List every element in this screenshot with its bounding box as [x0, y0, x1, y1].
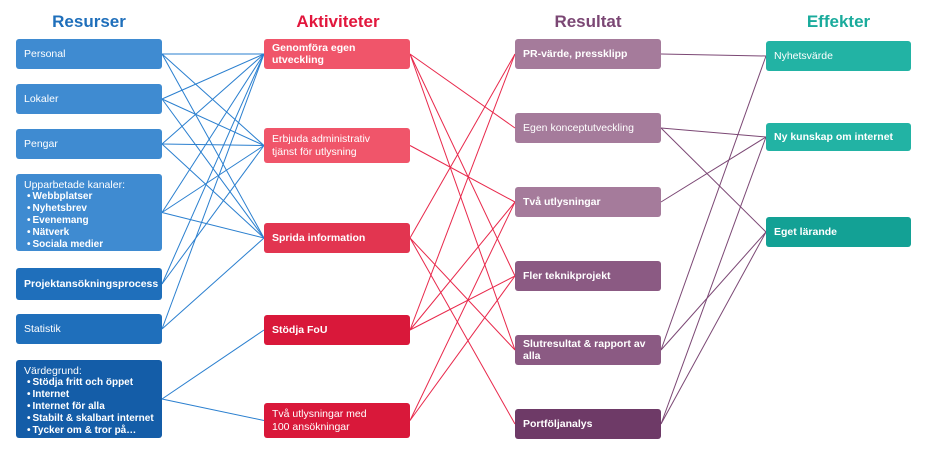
edge-a5-o4 — [409, 275, 516, 421]
node-label: Projektansökningsprocess — [24, 277, 159, 290]
edge-a1-o5 — [409, 53, 516, 351]
list-item: Sociala medier — [27, 239, 162, 251]
column-title-activities: Aktiviteter — [296, 12, 380, 31]
node-label: Egen konceptutveckling — [523, 121, 634, 134]
edge-a2-o3 — [409, 145, 516, 203]
effect-ny-kunskap-om-internet: Ny kunskap om internet — [766, 123, 911, 151]
node-label: PR-värde, pressklipp — [523, 47, 628, 60]
node-label: Nyhetsvärde — [774, 49, 833, 62]
resource-lokaler: Lokaler — [16, 84, 162, 114]
edge-o6-e2 — [660, 136, 767, 425]
list-item: Tycker om & tror på… — [27, 425, 162, 437]
edge-r1-a2 — [161, 53, 265, 146]
list-item: Nätverk — [27, 227, 162, 239]
node-label: Ny kunskap om internet — [774, 130, 894, 143]
edge-o5-e1 — [660, 55, 767, 351]
node-label: Erbjuda administrativ tjänst för utlysni… — [272, 133, 371, 158]
activity-stodja-fou: Stödja FoU — [264, 315, 410, 345]
edge-a1-o2 — [409, 53, 516, 129]
edge-r6-a1 — [161, 53, 265, 330]
node-label: Personal — [24, 47, 66, 60]
edge-o1-e1 — [660, 53, 767, 57]
edge-a4-o1 — [409, 53, 516, 331]
node-label: Pengar — [24, 137, 58, 150]
edge-r2-a2 — [161, 98, 265, 146]
node-label: Genomföra egen utveckling — [272, 41, 356, 66]
node-label: Slutresultat & rapport av alla — [523, 337, 646, 362]
node-label: Två utlysningar med 100 ansökningar — [272, 408, 367, 433]
edge-o2-e2 — [660, 127, 767, 138]
list-item: Evenemang — [27, 215, 162, 227]
outcome-fler-teknikprojekt: Fler teknikprojekt — [515, 261, 661, 291]
resource-pengar: Pengar — [16, 129, 162, 159]
list-item: Nyhetsbrev — [27, 203, 162, 215]
list-item: Stödja fritt och öppet — [27, 377, 162, 389]
resource-statistik: Statistik — [16, 314, 162, 344]
edge-a5-o3 — [409, 201, 516, 421]
edge-r7-a5 — [161, 398, 265, 421]
edge-r4-a1 — [161, 53, 265, 213]
outcome-pr-varde: PR-värde, pressklipp — [515, 39, 661, 69]
outcome-tva-utlysningar: Två utlysningar — [515, 187, 661, 217]
value-list: Stödja fritt och öppet Internet Internet… — [24, 377, 162, 436]
node-label: Upparbetade kanaler: — [24, 179, 125, 191]
edge-a3-o1 — [409, 53, 516, 239]
effect-nyhetsvarde: Nyhetsvärde — [766, 41, 911, 71]
activity-sprida-information: Sprida information — [264, 223, 410, 253]
outcome-slutresultat-rapport: Slutresultat & rapport av alla — [515, 335, 661, 365]
node-label: Eget lärande — [774, 225, 838, 238]
edge-a4-o3 — [409, 201, 516, 331]
resource-vardegrund: Värdegrund: Stödja fritt och öppet Inter… — [16, 360, 162, 438]
node-label: Portföljanalys — [523, 417, 593, 430]
edge-a3-o6 — [409, 237, 516, 425]
edge-r3-a2 — [161, 143, 265, 146]
edge-r4-a2 — [161, 145, 265, 213]
edge-a4-o4 — [409, 275, 516, 331]
edge-r5-a2 — [161, 145, 265, 285]
resource-personal: Personal — [16, 39, 162, 69]
node-label: Sprida information — [272, 231, 366, 244]
edge-o5-e3 — [660, 231, 767, 351]
column-title-effects: Effekter — [806, 12, 871, 31]
activity-genomfora-egen-utveckling: Genomföra egen utveckling — [264, 39, 410, 69]
edge-r7-a4 — [161, 329, 265, 400]
effect-eget-larande: Eget lärande — [766, 217, 911, 247]
outcome-portfoljanalys: Portföljanalys — [515, 409, 661, 439]
column-title-outcomes: Resultat — [554, 12, 622, 31]
outcome-egen-konceptutveckling: Egen konceptutveckling — [515, 113, 661, 143]
edge-o3-e2 — [660, 136, 767, 203]
node-label: Fler teknikprojekt — [523, 269, 611, 282]
node-label: Lokaler — [24, 92, 59, 105]
node-label: Två utlysningar — [523, 195, 601, 208]
resource-upparbetade-kanaler: Upparbetade kanaler: Webbplatser Nyhetsb… — [16, 174, 162, 251]
resource-projektansokningsprocess: Projektansökningsprocess — [16, 268, 162, 300]
list-item: Internet för alla — [27, 401, 162, 413]
list-item: Internet — [27, 389, 162, 401]
node-label: Värdegrund: — [24, 365, 82, 377]
node-label: Stödja FoU — [272, 323, 328, 336]
edge-r4-a3 — [161, 212, 265, 239]
channel-list: Webbplatser Nyhetsbrev Evenemang Nätverk… — [24, 191, 162, 250]
edge-r1-a3 — [161, 53, 265, 239]
list-item: Webbplatser — [27, 191, 162, 203]
list-item: Stabilt & skalbart internet — [27, 413, 162, 425]
edge-o6-e3 — [660, 231, 767, 425]
activity-erbjuda-administrativ-tjanst: Erbjuda administrativ tjänst för utlysni… — [264, 128, 410, 163]
edge-r2-a1 — [161, 53, 265, 100]
edge-r3-a1 — [161, 53, 265, 145]
column-title-resources: Resurser — [52, 12, 126, 31]
edge-a1-o4 — [409, 53, 516, 277]
node-label: Statistik — [24, 322, 61, 335]
edge-a3-o5 — [409, 237, 516, 351]
edge-r5-a1 — [161, 53, 265, 285]
edge-r6-a3 — [161, 237, 265, 330]
edge-o2-e3 — [660, 127, 767, 233]
activity-tva-utlysningar-med-100-ansokningar: Två utlysningar med 100 ansökningar — [264, 403, 410, 438]
